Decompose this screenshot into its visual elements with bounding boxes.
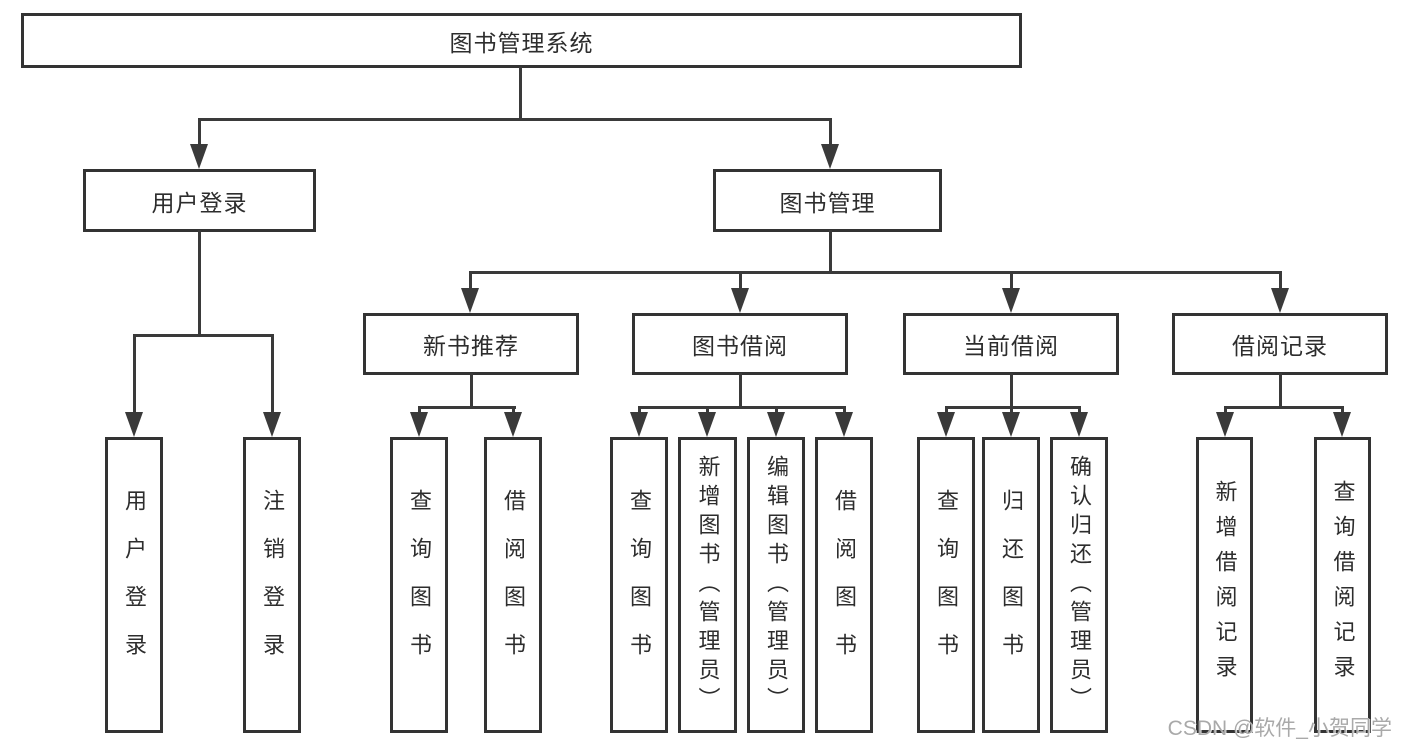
- leaf-query-borrow-record-label: 查询借阅记录: [1330, 480, 1356, 690]
- node-book-management: 图书管理: [713, 169, 942, 232]
- connector-arrow-leaf-login-stem: [133, 334, 136, 416]
- arrowhead-borrowing: [731, 288, 749, 313]
- arrowhead-leaf-query2: [630, 412, 648, 437]
- leaf-borrow-books-1-label: 借阅图书: [501, 489, 526, 681]
- leaf-user-login: 用户登录: [105, 437, 163, 733]
- connector-arrow-leaf-logout-stem: [271, 334, 274, 416]
- leaf-add-books-admin-label: 新增图书（管理员）: [695, 454, 721, 716]
- arrowhead-newbook: [461, 288, 479, 313]
- leaf-add-books-admin: 新增图书（管理员）: [678, 437, 737, 733]
- connector-borrowing-rail: [638, 406, 846, 409]
- leaf-borrow-books-1: 借阅图书: [484, 437, 542, 733]
- arrowhead-leaf-add-record: [1216, 412, 1234, 437]
- node-borrow-records-label: 借阅记录: [1232, 333, 1328, 359]
- arrowhead-records: [1271, 288, 1289, 313]
- arrowhead-leaf-borrow1: [504, 412, 522, 437]
- leaf-confirm-return-admin: 确认归还（管理员）: [1050, 437, 1108, 733]
- arrowhead-leaf-login: [125, 412, 143, 437]
- node-book-borrowing: 图书借阅: [632, 313, 848, 375]
- arrowhead-leaf-query1: [410, 412, 428, 437]
- node-book-management-label: 图书管理: [779, 189, 876, 216]
- connector-arrow-current-stem: [1010, 271, 1013, 292]
- leaf-edit-books-admin: 编辑图书（管理员）: [747, 437, 805, 733]
- connector-user-login-stem: [198, 230, 201, 337]
- arrowhead-leaf-add-books: [698, 412, 716, 437]
- leaf-query-books-2-label: 查询图书: [627, 489, 652, 681]
- leaf-query-books-1: 查询图书: [390, 437, 448, 733]
- connector-records-stem: [1279, 373, 1282, 409]
- node-library-system: 图书管理系统: [21, 13, 1022, 68]
- connector-root-stem: [519, 67, 522, 120]
- connector-book-mgmt-rail: [469, 271, 1282, 274]
- connector-current-stem: [1010, 373, 1013, 409]
- leaf-query-books-3: 查询图书: [917, 437, 975, 733]
- leaf-edit-books-admin-label: 编辑图书（管理员）: [764, 454, 789, 716]
- connector-current-rail: [945, 406, 1081, 409]
- connector-root-rail: [198, 118, 832, 121]
- leaf-user-login-label: 用户登录: [122, 489, 147, 681]
- leaf-query-borrow-record: 查询借阅记录: [1314, 437, 1371, 733]
- arrowhead-book-mgmt: [821, 144, 839, 169]
- arrowhead-leaf-return: [1002, 412, 1020, 437]
- leaf-query-books-3-label: 查询图书: [934, 489, 959, 681]
- node-current-borrowing: 当前借阅: [903, 313, 1119, 375]
- arrowhead-leaf-query-record: [1333, 412, 1351, 437]
- leaf-return-books-label: 归还图书: [999, 489, 1024, 681]
- connector-arrow-newbook-stem: [469, 271, 472, 292]
- connector-newbook-stem: [470, 373, 473, 409]
- node-current-borrowing-label: 当前借阅: [963, 333, 1059, 359]
- connector-book-mgmt-stem: [829, 230, 832, 274]
- connector-user-login-rail: [133, 334, 274, 337]
- node-new-book-recommend: 新书推荐: [363, 313, 579, 375]
- node-borrow-records: 借阅记录: [1172, 313, 1388, 375]
- arrowhead-current: [1002, 288, 1020, 313]
- connector-arrow-user-login-stem: [198, 118, 201, 148]
- node-new-book-recommend-label: 新书推荐: [423, 333, 519, 359]
- arrowhead-leaf-edit-books: [767, 412, 785, 437]
- leaf-logout-label: 注销登录: [260, 489, 285, 681]
- leaf-query-books-2: 查询图书: [610, 437, 668, 733]
- leaf-borrow-books-2: 借阅图书: [815, 437, 873, 733]
- arrowhead-leaf-borrow2: [835, 412, 853, 437]
- node-user-login-label: 用户登录: [151, 189, 248, 216]
- node-book-borrowing-label: 图书借阅: [692, 333, 788, 359]
- arrowhead-leaf-confirm-return: [1070, 412, 1088, 437]
- node-user-login: 用户登录: [83, 169, 316, 232]
- leaf-borrow-books-2-label: 借阅图书: [832, 489, 857, 681]
- leaf-add-borrow-record: 新增借阅记录: [1196, 437, 1253, 733]
- connector-records-rail: [1224, 406, 1344, 409]
- connector-borrowing-stem: [739, 373, 742, 409]
- leaf-confirm-return-admin-label: 确认归还（管理员）: [1067, 454, 1092, 716]
- arrowhead-leaf-query3: [937, 412, 955, 437]
- leaf-return-books: 归还图书: [982, 437, 1040, 733]
- csdn-watermark: CSDN @软件_小贺同学: [1167, 717, 1392, 740]
- connector-arrow-book-mgmt-stem: [829, 118, 832, 148]
- connector-newbook-rail: [418, 406, 516, 409]
- leaf-add-borrow-record-label: 新增借阅记录: [1212, 480, 1238, 690]
- node-library-system-label: 图书管理系统: [449, 29, 594, 56]
- arrowhead-user-login: [190, 144, 208, 169]
- connector-arrow-borrowing-stem: [739, 271, 742, 292]
- leaf-query-books-1-label: 查询图书: [407, 489, 432, 681]
- connector-arrow-records-stem: [1279, 271, 1282, 292]
- leaf-logout: 注销登录: [243, 437, 301, 733]
- arrowhead-leaf-logout: [263, 412, 281, 437]
